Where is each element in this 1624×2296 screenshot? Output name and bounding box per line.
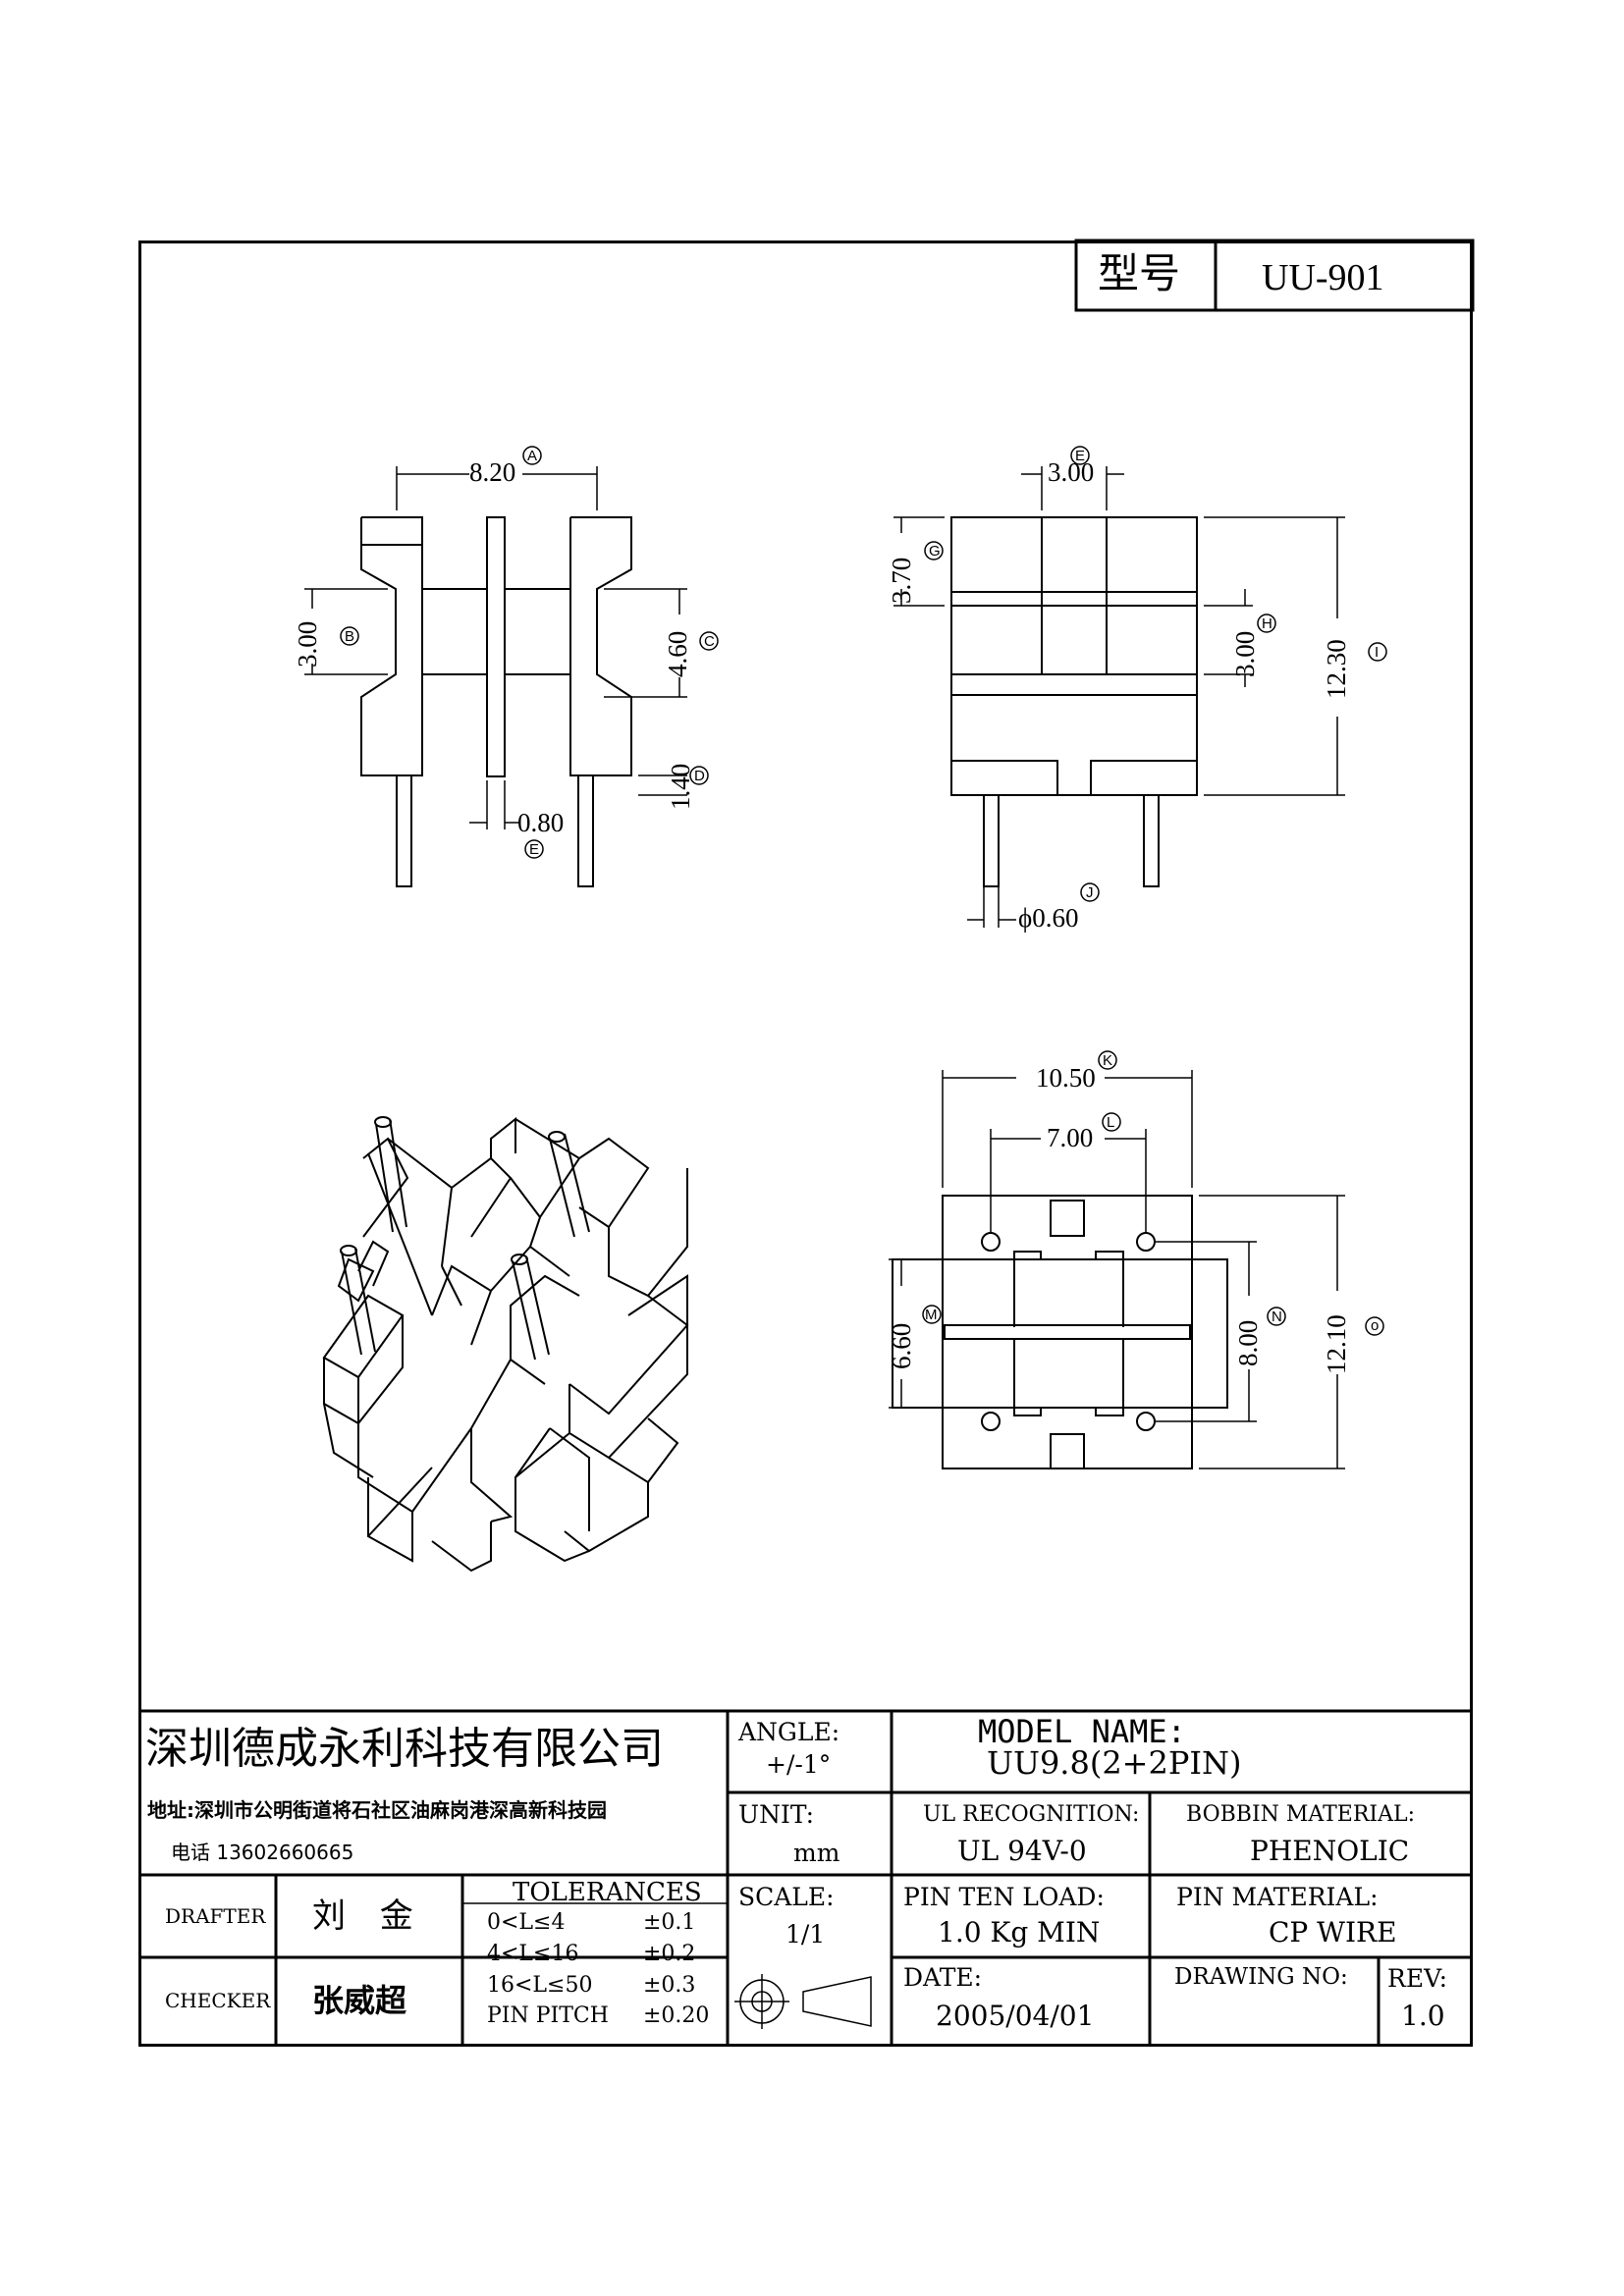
callout-g: G — [929, 543, 941, 560]
callout-k: K — [1103, 1052, 1113, 1069]
drawing-no-label: DRAWING NO: — [1174, 1964, 1348, 1990]
callout-circles — [340, 446, 1387, 1336]
scale-label: SCALE: — [738, 1883, 835, 1911]
callout-h: H — [1262, 615, 1272, 632]
dim-c: 4.60 — [663, 630, 692, 677]
company-name: 深圳德成永利科技有限公司 — [145, 1724, 664, 1774]
model-box — [1074, 239, 1475, 312]
dim-f: 3.00 — [1048, 457, 1095, 487]
dim-m: 6.60 — [887, 1322, 916, 1369]
bottom-view — [889, 1070, 1345, 1469]
tol-range: 16<L≤50 — [487, 1973, 593, 1998]
tol-value: ±0.3 — [643, 1973, 696, 1998]
tol-value: ±0.2 — [643, 1942, 696, 1966]
dim-b: 3.00 — [293, 620, 322, 667]
side-view — [893, 466, 1345, 928]
ul-value: UL 94V-0 — [957, 1835, 1087, 1867]
tol-range: 4<L≤16 — [487, 1942, 579, 1966]
drawing-frame — [138, 240, 1473, 2047]
model-name-value: UU9.8(2+2PIN) — [987, 1744, 1242, 1782]
rev-value: 1.0 — [1401, 2000, 1445, 2032]
callout-f: E — [1075, 448, 1086, 464]
dim-l: 7.00 — [1047, 1123, 1094, 1152]
isometric-view — [322, 1116, 689, 1573]
dim-a: 8.20 — [469, 457, 516, 487]
date-value: 2005/04/01 — [936, 2000, 1095, 2032]
title-block-lines — [138, 1709, 1473, 2047]
callout-e: E — [529, 841, 540, 858]
dim-e: 0.80 — [517, 808, 565, 837]
dim-k: 10.50 — [1036, 1063, 1096, 1093]
tol-value: ±0.20 — [643, 2003, 710, 2028]
unit-value: mm — [793, 1839, 840, 1867]
callout-n: N — [1272, 1308, 1282, 1325]
company-address: 地址:深圳市公明街道将石社区油麻岗港深高新科技园 — [147, 1798, 607, 1822]
bobbin-label: BOBBIN MATERIAL: — [1186, 1802, 1415, 1827]
dim-h: 3.00 — [1230, 630, 1260, 677]
callout-a: A — [527, 448, 538, 464]
pin-load-label: PIN TEN LOAD: — [903, 1883, 1105, 1911]
date-label: DATE: — [903, 1963, 983, 1992]
dim-g: 3.70 — [887, 557, 916, 604]
tol-range: PIN PITCH — [487, 2003, 609, 2028]
callout-j: J — [1086, 884, 1094, 901]
model-name-label: MODEL NAME: — [978, 1713, 1186, 1750]
rev-label: REV: — [1387, 1964, 1448, 1993]
callout-l: L — [1107, 1114, 1115, 1131]
tolerances-label: TOLERANCES — [513, 1878, 702, 1907]
checker-label: CHECKER — [165, 1989, 271, 2012]
bobbin-value: PHENOLIC — [1250, 1835, 1410, 1867]
callout-o: o — [1371, 1317, 1380, 1334]
unit-label: UNIT: — [738, 1800, 815, 1829]
front-view — [304, 466, 687, 887]
callout-b: B — [345, 628, 355, 645]
pin-material-label: PIN MATERIAL: — [1176, 1883, 1379, 1911]
drafter-value: 刘 金 — [312, 1896, 425, 1936]
callout-d: D — [694, 768, 705, 784]
drafter-label: DRAFTER — [165, 1904, 266, 1928]
pin-load-value: 1.0 Kg MIN — [938, 1916, 1101, 1949]
checker-value: 张威超 — [312, 1982, 407, 2019]
callout-c: C — [704, 633, 715, 650]
projection-symbol — [734, 1974, 872, 2029]
ul-label: UL RECOGNITION: — [923, 1802, 1140, 1827]
dim-o: 12.10 — [1322, 1314, 1351, 1374]
angle-label: ANGLE: — [738, 1718, 840, 1746]
pin-material-value: CP WIRE — [1269, 1916, 1397, 1949]
dim-n: 8.00 — [1233, 1319, 1263, 1366]
callout-m: M — [925, 1307, 938, 1323]
tol-value: ±0.1 — [643, 1910, 696, 1935]
dim-i: 12.30 — [1322, 639, 1351, 699]
model-label: 型号 — [1098, 249, 1181, 297]
dim-j: ϕ0.60 — [1018, 903, 1079, 933]
angle-value: +/-1° — [766, 1750, 832, 1779]
dim-d: 1.40 — [666, 763, 695, 810]
company-phone: 电话 13602660665 — [171, 1841, 354, 1864]
callout-i: I — [1375, 644, 1380, 661]
model-value: UU-901 — [1262, 257, 1384, 298]
scale-value: 1/1 — [785, 1920, 826, 1949]
tol-range: 0<L≤4 — [487, 1910, 566, 1935]
